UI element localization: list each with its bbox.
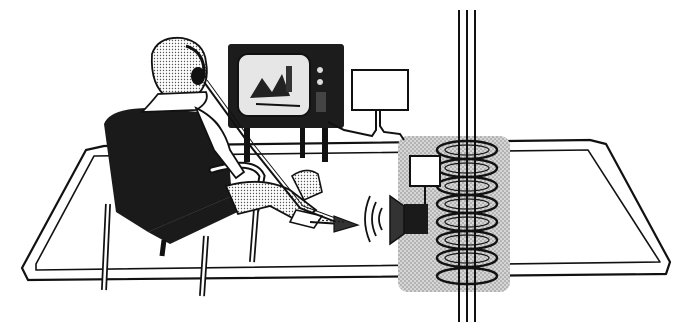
sound-wave-arcs bbox=[365, 196, 382, 242]
coil-box bbox=[410, 156, 440, 186]
